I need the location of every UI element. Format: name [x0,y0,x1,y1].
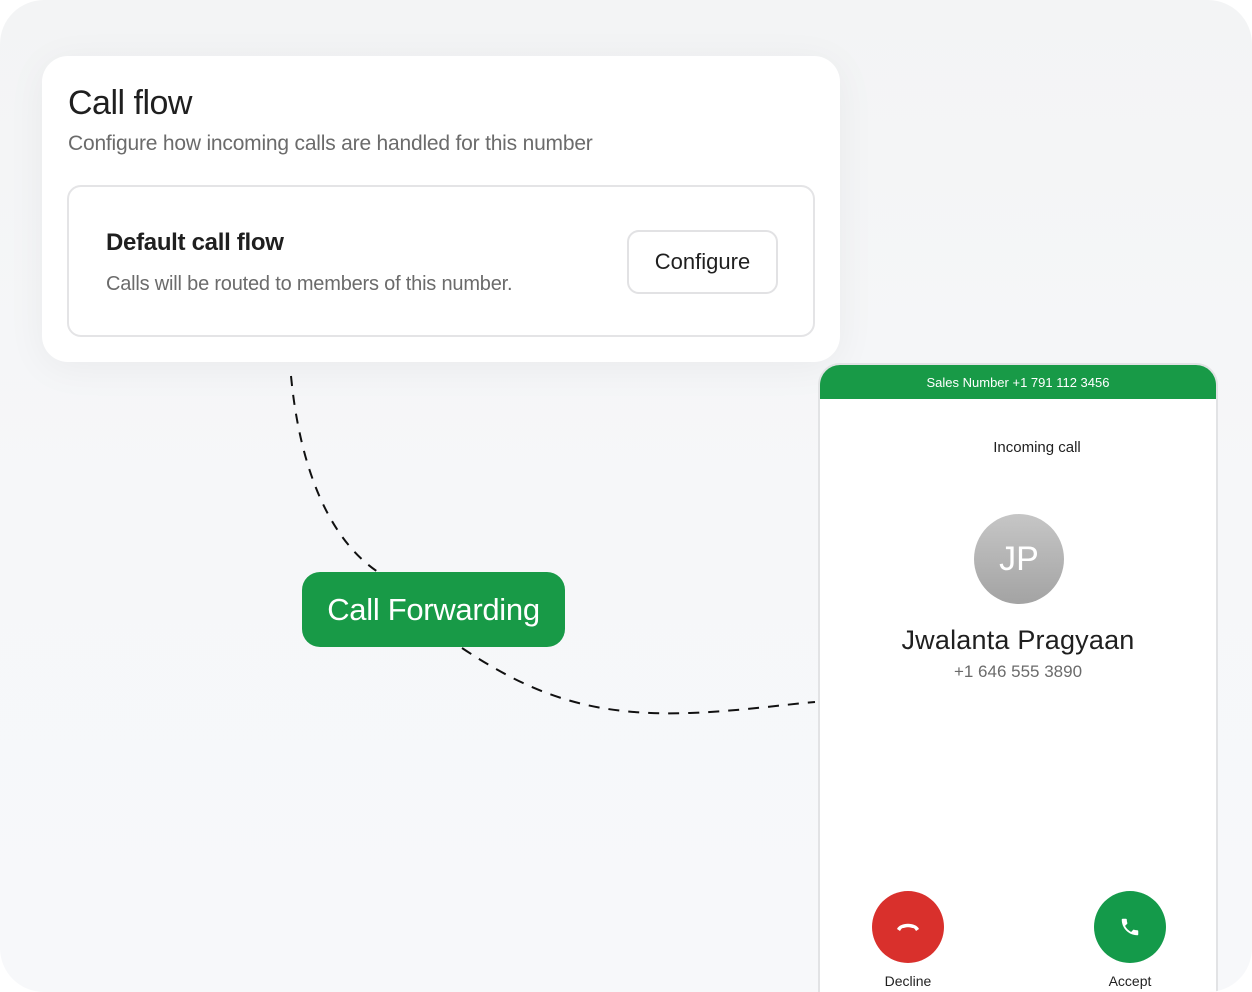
decline-label: Decline [884,973,932,989]
caller-name: Jwalanta Pragyaan [901,625,1135,655]
incoming-call-label: Incoming call [993,439,1081,456]
call-flow-card: Call flow Configure how incoming calls a… [42,56,840,362]
accept-button[interactable] [1094,891,1166,963]
decline-action: Decline [863,891,953,989]
caller-number: +1 646 555 3890 [953,662,1083,681]
page-subtitle: Configure how incoming calls are handled… [68,132,593,155]
phone-icon [1121,918,1139,936]
default-call-flow-description: Calls will be routed to members of this … [106,273,513,295]
default-call-flow-panel: Default call flow Calls will be routed t… [67,185,815,337]
sales-number-header: Sales Number +1 791 112 3456 [820,365,1216,399]
incoming-call-screen: Sales Number +1 791 112 3456 Incoming ca… [818,363,1218,992]
configure-button[interactable]: Configure [627,230,778,294]
caller-avatar: JP [974,514,1064,604]
default-call-flow-title: Default call flow [106,229,284,256]
decline-button[interactable] [872,891,944,963]
page-title: Call flow [68,84,192,122]
call-forwarding-badge: Call Forwarding [302,572,565,647]
accept-label: Accept [1108,973,1152,989]
accept-action: Accept [1085,891,1175,989]
phone-hangup-icon [897,923,919,931]
caller-initials: JP [999,539,1039,578]
